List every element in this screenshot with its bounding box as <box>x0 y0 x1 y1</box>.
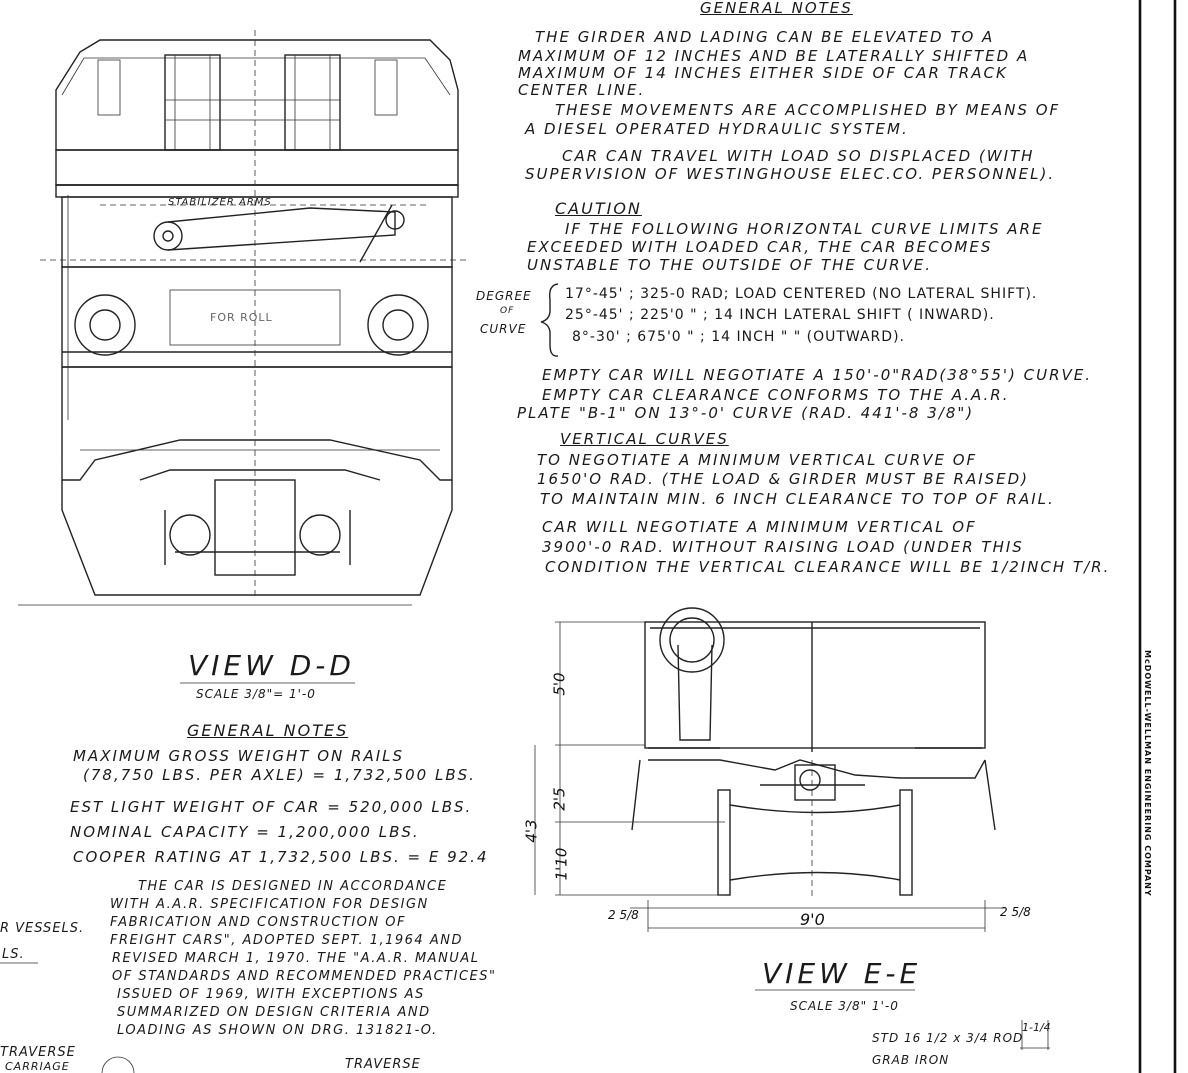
grab-iron-label: GRAB IRON <box>872 1053 950 1067</box>
general-note-line: A DIESEL OPERATED HYDRAULIC SYSTEM. <box>525 120 909 138</box>
vertical-curve-line: CONDITION THE VERTICAL CLEARANCE WILL BE… <box>545 558 1111 576</box>
general-note-line: MAXIMUM OF 14 INCHES EITHER SIDE OF CAR … <box>518 64 1008 82</box>
view-ee-title: VIEW E-E <box>762 957 922 990</box>
dim-4-3: 4'3 <box>522 819 541 843</box>
dim-5-0: 5'0 <box>550 672 569 696</box>
general-note-line: SUPERVISION OF WESTINGHOUSE ELEC.CO. PER… <box>525 165 1056 183</box>
vessels-fragment: R VESSELS. <box>0 921 85 936</box>
carriage-fragment: CARRIAGE <box>5 1060 70 1073</box>
weight-line: MAXIMUM GROSS WEIGHT ON RAILS <box>73 747 405 765</box>
view-ee-scale: SCALE 3/8" 1'-0 <box>790 999 899 1013</box>
traverse-label: TRAVERSE <box>345 1057 421 1072</box>
center-label: FOR ROLL <box>210 311 273 324</box>
caution-heading: CAUTION <box>555 199 642 218</box>
spec-paragraph-line: LOADING AS SHOWN ON DRG. 131821-O. <box>117 1023 438 1038</box>
caution-line: IF THE FOLLOWING HORIZONTAL CURVE LIMITS… <box>565 220 1044 238</box>
general-note-line: THESE MOVEMENTS ARE ACCOMPLISHED BY MEAN… <box>555 101 1061 119</box>
degree-label: CURVE <box>480 322 527 336</box>
vertical-curve-line: 3900'-0 RAD. WITHOUT RAISING LOAD (UNDER… <box>542 538 1024 556</box>
caution-line: UNSTABLE TO THE OUTSIDE OF THE CURVE. <box>527 256 933 274</box>
dim-1-10: 1'10 <box>552 847 571 881</box>
dim-9-0: 9'0 <box>800 910 825 929</box>
spec-paragraph-line: FABRICATION AND CONSTRUCTION OF <box>110 915 406 930</box>
caution-after-line: EMPTY CAR WILL NEGOTIATE A 150'-0"RAD(38… <box>542 366 1093 384</box>
dim-1-1-4: 1-1/4 <box>1022 1021 1051 1034</box>
spec-paragraph-line: FREIGHT CARS", ADOPTED SEPT. 1,1964 AND <box>110 933 463 948</box>
weight-line: COOPER RATING AT 1,732,500 LBS. = E 92.4 <box>73 848 489 866</box>
weight-line: (78,750 LBS. PER AXLE) = 1,732,500 LBS. <box>83 766 476 784</box>
weight-line: NOMINAL CAPACITY = 1,200,000 LBS. <box>70 823 420 841</box>
lbs-fragment: LS. <box>2 947 25 962</box>
view-dd-drawing <box>18 30 470 606</box>
dim-2-5: 2'5 <box>550 787 569 811</box>
rod-note: STD 16 1/2 x 3/4 ROD <box>872 1031 1024 1045</box>
vertical-curves-heading: VERTICAL CURVES <box>560 430 729 448</box>
vertical-curve-line: CAR WILL NEGOTIATE A MINIMUM VERTICAL OF <box>542 518 977 536</box>
degree-label: DEGREE <box>476 289 532 303</box>
weight-line: EST LIGHT WEIGHT OF CAR = 520,000 LBS. <box>70 798 473 816</box>
general-note-line: CAR CAN TRAVEL WITH LOAD SO DISPLACED (W… <box>562 147 1035 165</box>
traverse-left-label: TRAVERSE <box>0 1045 76 1060</box>
spec-paragraph-line: SUMMARIZED ON DESIGN CRITERIA AND <box>117 1005 431 1020</box>
stabilizer-arms-label: STABILIZER ARMS <box>168 197 272 208</box>
spec-paragraph-line: THE CAR IS DESIGNED IN ACCORDANCE <box>138 879 448 894</box>
dim-left: 2 5/8 <box>608 908 639 922</box>
spec-paragraph-line: OF STANDARDS AND RECOMMENDED PRACTICES" <box>112 969 497 984</box>
company-stamp: McDOWELL-WELLMAN ENGINEERING COMPANY <box>1143 650 1152 897</box>
vertical-curve-line: TO MAINTAIN MIN. 6 INCH CLEARANCE TO TOP… <box>540 490 1055 508</box>
general-notes-bottom-heading: GENERAL NOTES <box>187 721 349 740</box>
vertical-curve-line: 1650'O RAD. (THE LOAD & GIRDER MUST BE R… <box>537 470 1030 488</box>
curve-row: 25°-45' ; 225'0 " ; 14 INCH LATERAL SHIF… <box>565 307 995 323</box>
spec-paragraph-line: WITH A.A.R. SPECIFICATION FOR DESIGN <box>110 897 429 912</box>
degree-label: OF <box>500 306 515 316</box>
vertical-curve-line: TO NEGOTIATE A MINIMUM VERTICAL CURVE OF <box>537 451 978 469</box>
spec-paragraph-line: ISSUED OF 1969, WITH EXCEPTIONS AS <box>117 987 425 1002</box>
spec-paragraph-line: REVISED MARCH 1, 1970. THE "A.A.R. MANUA… <box>112 951 480 966</box>
curve-brace <box>540 283 559 357</box>
general-note-line: CENTER LINE. <box>518 81 646 99</box>
view-dd-title: VIEW D-D <box>188 649 355 682</box>
caution-after-line: PLATE "B-1" ON 13°-0' CURVE (RAD. 441'-8… <box>517 404 975 422</box>
caution-after-line: EMPTY CAR CLEARANCE CONFORMS TO THE A.A.… <box>542 386 1010 404</box>
caution-line: EXCEEDED WITH LOADED CAR, THE CAR BECOME… <box>527 238 993 256</box>
curve-row: 17°-45' ; 325-0 RAD; LOAD CENTERED (NO L… <box>565 286 1038 302</box>
curve-row: 8°-30' ; 675'0 " ; 14 INCH " " (OUTWARD)… <box>572 329 905 345</box>
general-notes-heading: GENERAL NOTES <box>700 0 853 17</box>
view-ee-drawing <box>534 607 1005 932</box>
dim-right: 2 5/8 <box>1000 905 1031 919</box>
general-note-line: MAXIMUM OF 12 INCHES AND BE LATERALLY SH… <box>518 47 1030 65</box>
general-note-line: THE GIRDER AND LADING CAN BE ELEVATED TO… <box>535 28 995 46</box>
view-dd-scale: SCALE 3/8"= 1'-0 <box>196 687 316 701</box>
